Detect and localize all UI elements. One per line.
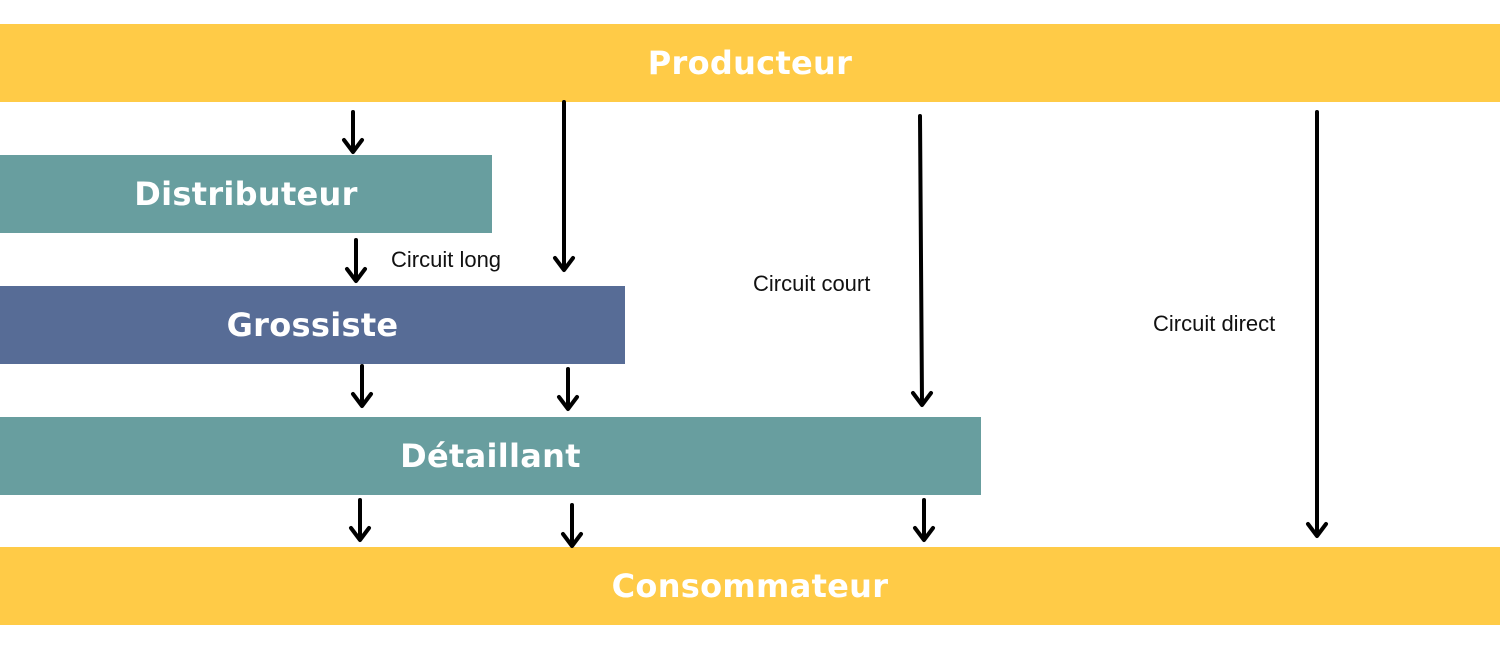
arrow-detaillant-to-consommateur-2 <box>561 503 583 548</box>
grossiste-band: Grossiste <box>0 286 625 364</box>
circuit-long-label: Circuit long <box>391 247 502 272</box>
detaillant-label: Détaillant <box>400 437 581 475</box>
grossiste-label: Grossiste <box>226 306 399 344</box>
arrow-distributeur-to-grossiste <box>345 238 367 283</box>
distributeur-band: Distributeur <box>0 155 492 233</box>
circuit-court-label: Circuit court <box>753 271 871 296</box>
arrow-producteur-to-grossiste <box>553 100 575 272</box>
arrow-grossiste-to-detaillant-2 <box>557 367 579 411</box>
arrow-detaillant-to-consommateur-3 <box>913 498 935 542</box>
arrow-producteur-to-consommateur <box>1306 110 1328 538</box>
consommateur-label: Consommateur <box>611 567 889 605</box>
producteur-label: Producteur <box>647 44 853 82</box>
arrow-detaillant-to-consommateur-1 <box>349 498 371 542</box>
producteur-band: Producteur <box>0 24 1500 102</box>
arrow-grossiste-to-detaillant-1 <box>351 364 373 408</box>
arrow-producteur-to-distributeur <box>342 110 364 154</box>
detaillant-band: Détaillant <box>0 417 981 495</box>
distributeur-label: Distributeur <box>134 175 358 213</box>
circuit-direct-label: Circuit direct <box>1153 311 1276 336</box>
consommateur-band: Consommateur <box>0 547 1500 625</box>
arrow-producteur-to-detaillant <box>911 114 933 407</box>
